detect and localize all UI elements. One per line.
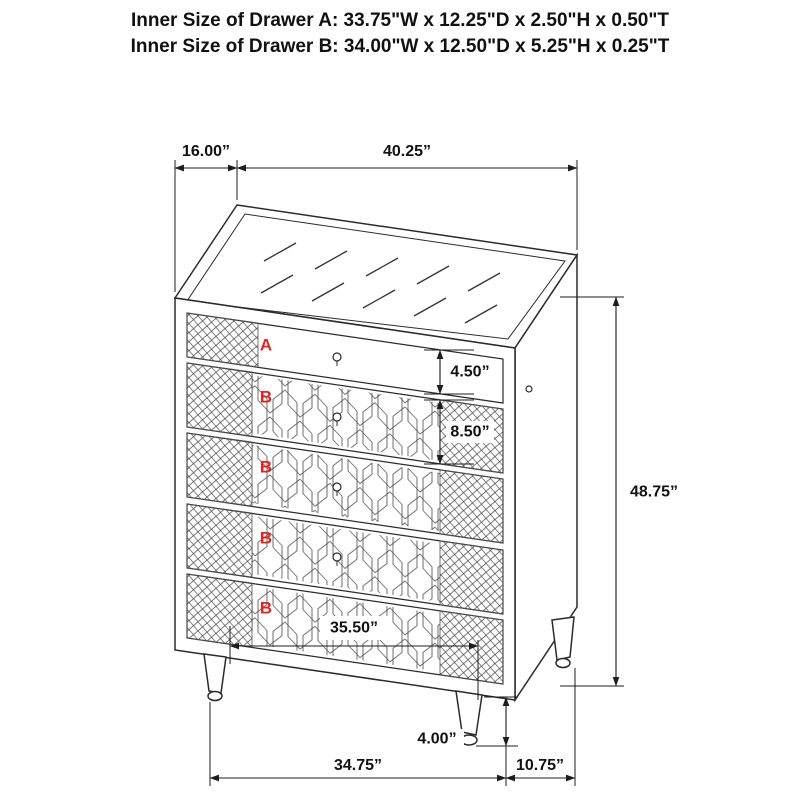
drawer-b4-lattice-right xyxy=(439,610,504,685)
dimension-leg-height: 4.00” xyxy=(410,696,518,750)
drawer-b1-knob xyxy=(332,412,342,426)
drawer-b2-lattice-right xyxy=(439,469,504,544)
top-depth-value: 16.00” xyxy=(182,143,230,160)
overall-height-value: 48.75” xyxy=(630,484,678,501)
drawer-b2-honeycomb xyxy=(252,445,440,531)
inner-drawer-width-value: 35.50” xyxy=(330,620,378,637)
leg-height-value: 4.00” xyxy=(417,731,456,748)
legs xyxy=(203,616,575,746)
dimension-inner-drawer-width: 35.50” xyxy=(229,616,479,700)
drawer-a-knob xyxy=(332,352,342,366)
drawer-b-spec: Inner Size of Drawer B: 34.00"W x 12.50"… xyxy=(130,35,670,57)
bottom-side-depth-value: 10.75” xyxy=(516,757,564,774)
dimensions: 16.00” 40.25” 4.50” 8.50” xyxy=(174,143,678,786)
drawer-b2: B xyxy=(186,432,504,544)
front-left-leg xyxy=(203,653,227,702)
drawer-b1-lattice-left xyxy=(186,362,253,437)
drawer-b-height-value: 8.50” xyxy=(450,424,489,441)
glass-hatch-marks xyxy=(260,242,501,324)
drawer-b4-lattice-left xyxy=(186,573,253,648)
drawer-b3-lattice-right xyxy=(439,540,504,615)
dimension-overall-height: 48.75” xyxy=(560,296,678,687)
dimension-bottom-side-depth: 10.75” xyxy=(505,668,576,786)
drawer-a: A xyxy=(186,312,504,404)
drawer-b4-label: B xyxy=(260,599,272,618)
top-width-value: 40.25” xyxy=(383,143,431,160)
drawer-b1-honeycomb xyxy=(252,375,440,461)
dimension-drawer-a-height: 4.50” xyxy=(424,349,494,395)
back-right-leg xyxy=(551,616,575,669)
header: Inner Size of Drawer A: 33.75"W x 12.25"… xyxy=(0,8,800,59)
drawer-b3-label: B xyxy=(260,529,272,548)
top-inner-border xyxy=(186,213,566,340)
drawer-b3: B xyxy=(186,503,504,615)
dimension-top-width: 40.25” xyxy=(236,143,578,250)
side-peg xyxy=(525,385,533,393)
drawer-b1: B xyxy=(186,362,504,474)
dimension-drawer-b-height: 8.50” xyxy=(424,399,494,465)
drawer-a-lattice-left xyxy=(186,312,259,368)
drawer-b2-label: B xyxy=(260,458,272,477)
drawer-b3-honeycomb xyxy=(252,516,440,602)
drawer-a-spec: Inner Size of Drawer A: 33.75"W x 12.25"… xyxy=(130,10,669,31)
chest-drawing: A B B xyxy=(173,204,579,746)
bottom-front-width-value: 34.75” xyxy=(334,757,382,774)
dimension-bottom-front-width: 34.75” xyxy=(209,702,507,786)
drawer-b3-lattice-left xyxy=(186,503,253,578)
drawer-a-height-value: 4.50” xyxy=(450,364,489,381)
drawer-b2-lattice-left xyxy=(186,432,253,507)
drawer-b1-label: B xyxy=(260,388,272,407)
drawer-b3-knob xyxy=(332,552,342,566)
drawer-b2-knob xyxy=(332,482,342,496)
drawer-a-label: A xyxy=(260,336,272,355)
